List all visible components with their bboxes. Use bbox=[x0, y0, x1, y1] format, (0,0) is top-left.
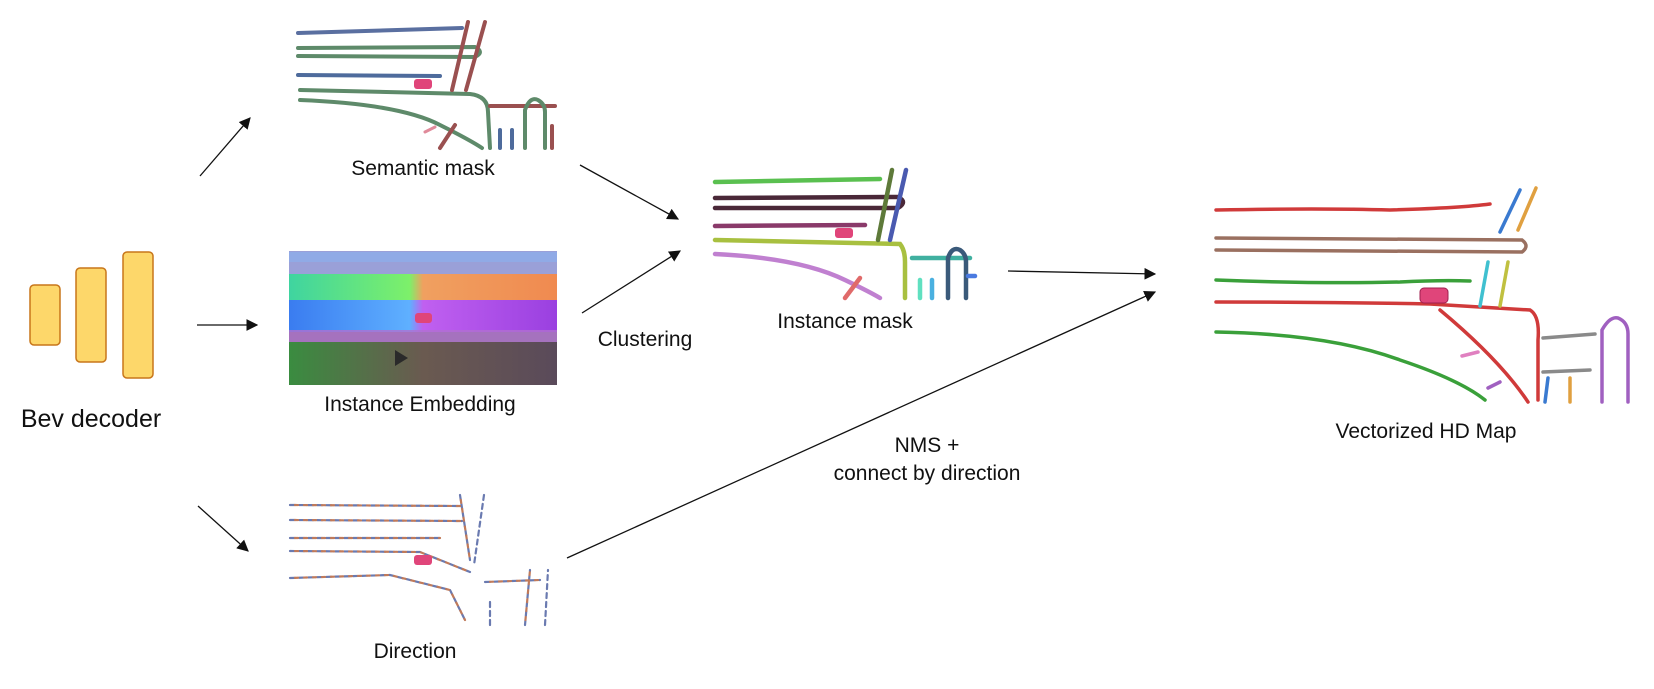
bev-decoder-icon bbox=[29, 251, 154, 379]
instance-embedding-image bbox=[289, 251, 557, 385]
direction-image bbox=[288, 493, 550, 627]
arrow-semantic-to-instance bbox=[579, 164, 680, 220]
arrow-to-direction bbox=[197, 505, 249, 552]
decoder-bar-medium bbox=[75, 267, 107, 363]
ego-car-icon bbox=[415, 313, 432, 323]
instance-mask-label: Instance mask bbox=[777, 310, 913, 333]
ego-car-icon bbox=[1419, 287, 1449, 304]
arrows bbox=[197, 117, 1157, 559]
nms-label-line2: connect by direction bbox=[833, 462, 1021, 485]
ego-car-icon bbox=[835, 228, 853, 238]
decoder-bar-large bbox=[122, 251, 154, 379]
clustering-label: Clustering bbox=[597, 328, 693, 351]
vectorized-hd-map-label: Vectorized HD Map bbox=[1335, 420, 1517, 443]
instance-embedding-label: Instance Embedding bbox=[324, 393, 516, 416]
decoder-bar-small bbox=[29, 284, 61, 346]
semantic-mask-label: Semantic mask bbox=[351, 157, 495, 180]
arrow-embedding-to-instance bbox=[581, 250, 681, 314]
arrow-direction-to-vector bbox=[566, 291, 1157, 559]
direction-label: Direction bbox=[373, 640, 457, 663]
nms-label-line1: NMS + bbox=[894, 434, 960, 457]
vectorized-hd-map-image bbox=[1214, 186, 1630, 404]
semantic-mask-image bbox=[296, 20, 557, 150]
arrow-to-semantic bbox=[199, 117, 251, 177]
ego-car-icon bbox=[414, 79, 432, 89]
bev-decoder-label: Bev decoder bbox=[20, 405, 162, 433]
instance-mask-image bbox=[712, 167, 978, 301]
ego-car-icon bbox=[414, 555, 432, 565]
arrow-instance-to-vector bbox=[1007, 267, 1157, 280]
